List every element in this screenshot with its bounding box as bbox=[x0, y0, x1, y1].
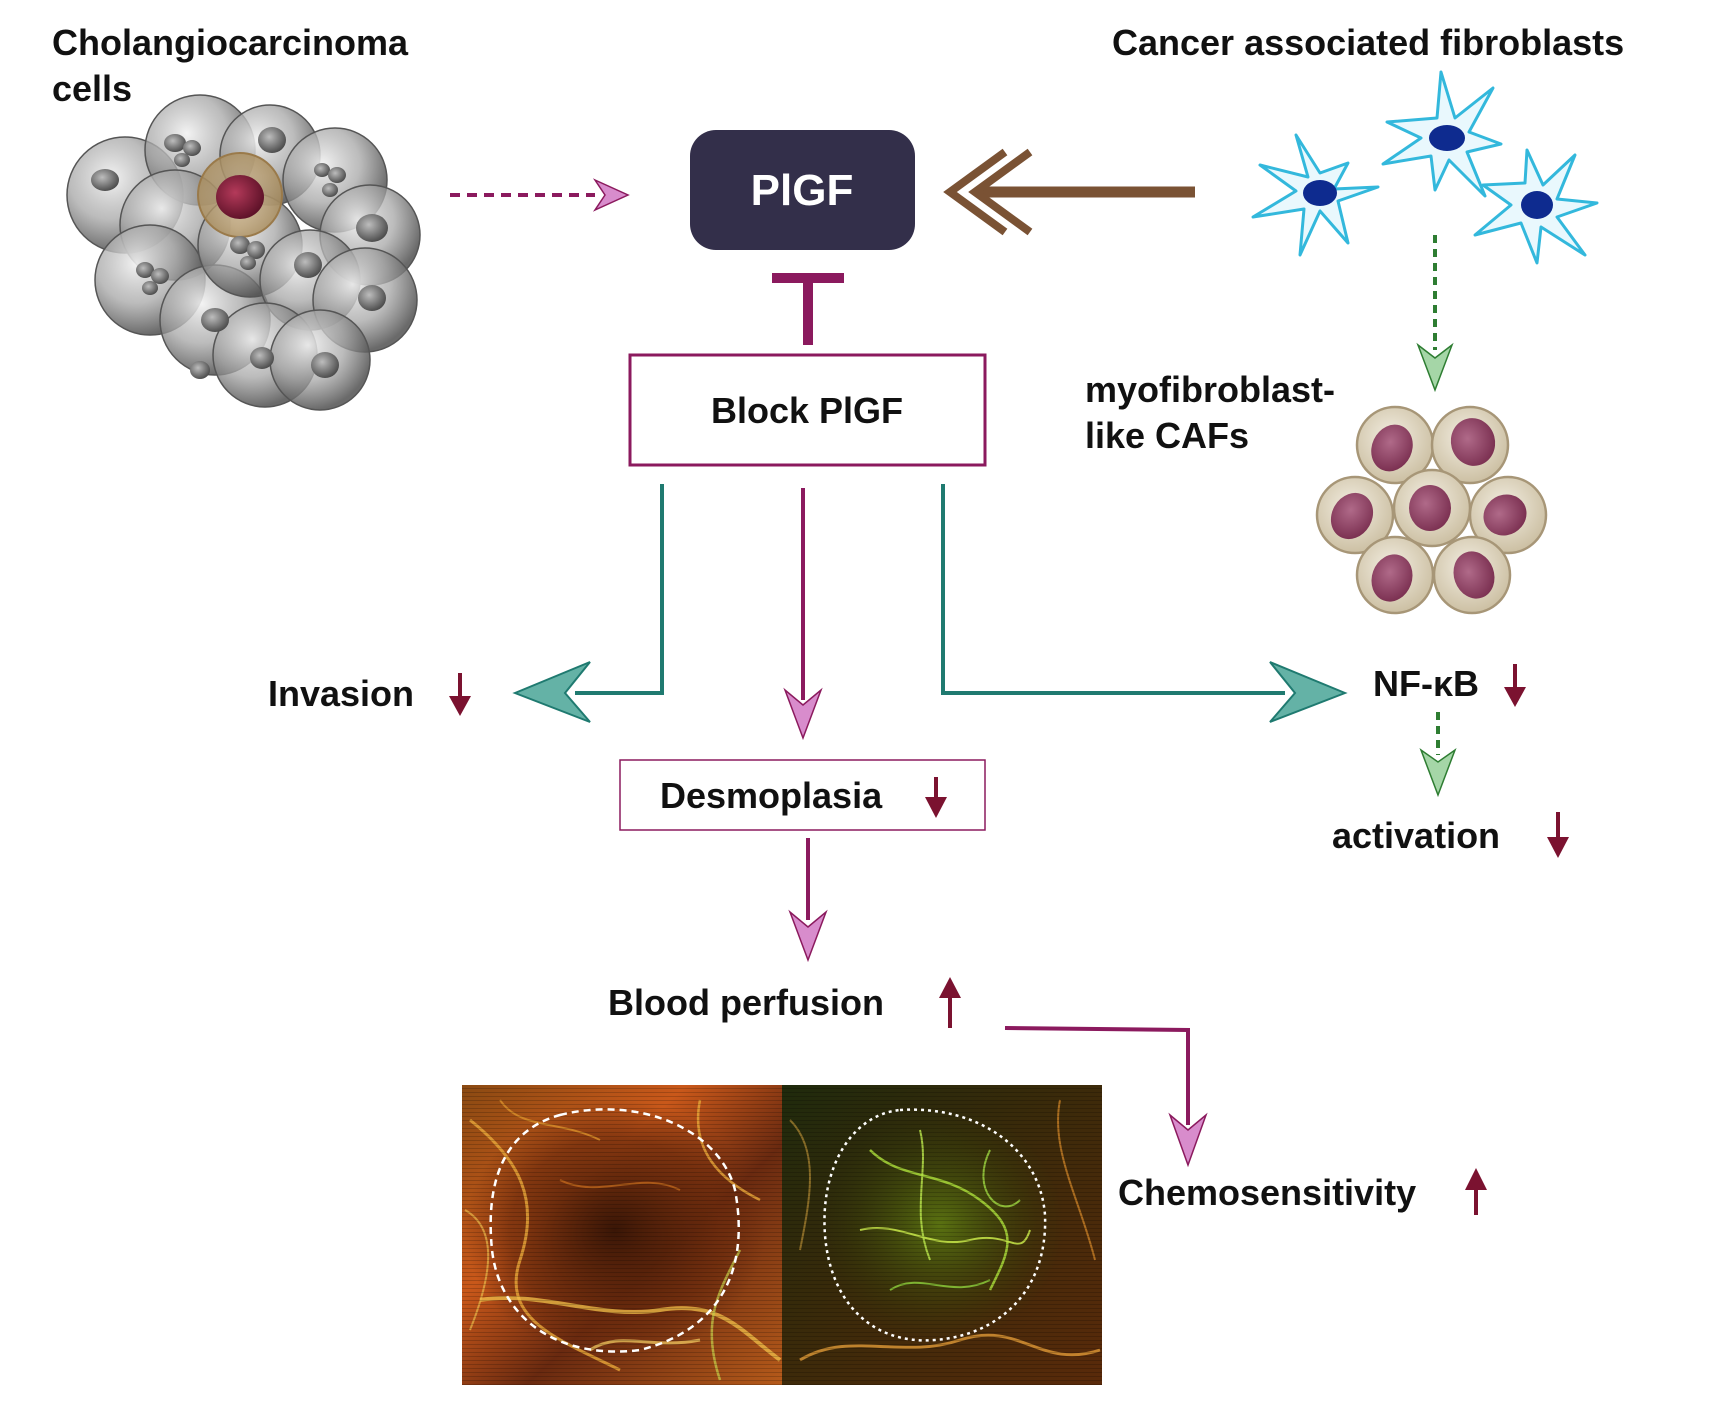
myofibroblast-cluster bbox=[1315, 405, 1548, 615]
desmoplasia-node: Desmoplasia bbox=[619, 759, 986, 831]
blood-perfusion-label: Blood perfusion bbox=[608, 982, 884, 1023]
cafs-to-myofibroblast-arrow bbox=[1416, 235, 1454, 393]
down-arrow-icon bbox=[925, 777, 947, 818]
blood-to-chemo-arrow bbox=[1004, 1026, 1208, 1168]
stellate-fibroblast-1 bbox=[1251, 133, 1380, 257]
invasion-label: Invasion bbox=[268, 673, 414, 714]
down-arrow-icon bbox=[1504, 664, 1526, 707]
desmoplasia-to-blood-arrow bbox=[788, 838, 828, 963]
desmoplasia-label: Desmoplasia bbox=[660, 775, 883, 816]
myofibroblast-label: myofibroblast-like CAFs bbox=[1085, 369, 1335, 456]
block-pigf-node: Block PlGF bbox=[628, 353, 987, 467]
block-to-desmoplasia-arrow bbox=[783, 488, 823, 741]
caf-title: Cancer associated fibroblasts bbox=[1112, 22, 1624, 63]
block-to-nfkb-arrow bbox=[941, 484, 1348, 723]
inhibition-bar bbox=[772, 273, 844, 345]
up-arrow-icon bbox=[939, 977, 961, 1028]
cholangiocarcinoma-cell-cluster bbox=[66, 94, 421, 411]
block-pigf-label: Block PlGF bbox=[711, 390, 903, 431]
stellate-fibroblast-3 bbox=[1473, 148, 1599, 265]
perfusion-image-left bbox=[462, 1085, 782, 1385]
pigf-node: PlGF bbox=[690, 130, 915, 250]
pigf-label: PlGF bbox=[751, 166, 854, 215]
block-to-invasion-arrow bbox=[512, 484, 664, 723]
nfkb-label: NF-κB bbox=[1373, 663, 1479, 704]
chemosensitivity-label: Chemosensitivity bbox=[1118, 1172, 1416, 1213]
cafs-to-pigf-arrow bbox=[943, 148, 1195, 236]
perfusion-image-right bbox=[782, 1085, 1102, 1385]
activation-label: activation bbox=[1332, 815, 1500, 856]
down-arrow-icon bbox=[1547, 812, 1569, 858]
nfkb-to-activation-arrow bbox=[1419, 712, 1457, 798]
up-arrow-icon bbox=[1465, 1168, 1487, 1215]
stellate-fibroblast-2 bbox=[1381, 70, 1503, 198]
down-arrow-icon bbox=[449, 673, 471, 716]
cells-to-pigf-arrow bbox=[450, 178, 630, 212]
